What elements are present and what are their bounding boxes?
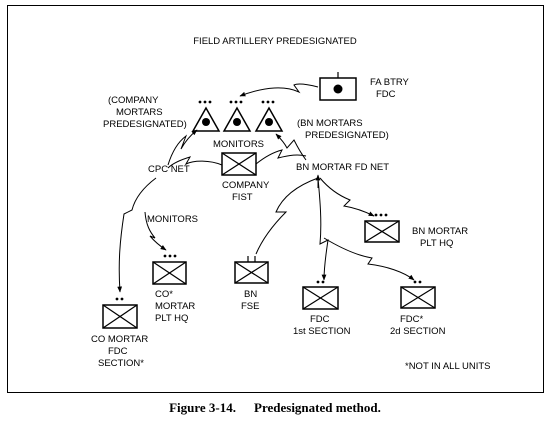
cpc-net-left-line — [167, 129, 198, 166]
fdc-2d-label-2: 2d SECTION — [390, 326, 446, 337]
mortar-triangle-1 — [191, 100, 221, 132]
co-mortar-plt-hq-symbol — [152, 254, 187, 285]
fdc-2d-label-1: FDC* — [400, 314, 424, 325]
cpc-to-co-fdc-line — [117, 177, 157, 293]
bn-net-to-plt-hq-line — [319, 177, 375, 217]
co-mortar-fdc-label-3: SECTION* — [98, 358, 144, 369]
connection-lines — [117, 83, 415, 293]
monitors-left-label: MONITORS — [147, 214, 198, 225]
co-mortar-plt-hq-label-1: CO* — [155, 289, 173, 300]
mortar-triangle-3 — [254, 100, 284, 132]
monitors-top-label: MONITORS — [213, 139, 264, 150]
bn-mortar-fd-net-label: BN MORTAR FD NET — [296, 162, 389, 173]
footnote: *NOT IN ALL UNITS — [405, 361, 491, 372]
fa-btry-fdc-symbol — [319, 72, 357, 101]
fist-to-bn-net-line — [255, 149, 307, 165]
bn-net-to-fdc2-line — [323, 237, 415, 281]
bn-net-to-fdc1-line — [317, 177, 329, 281]
co-mortar-fdc-label-1: CO MORTAR — [91, 334, 148, 345]
fa-btry-label: FA BTRY — [370, 77, 410, 88]
company-mortars-label-2: MORTARS — [116, 107, 163, 118]
bn-net-to-triangle-line — [275, 133, 307, 161]
company-fist-label-2: FIST — [232, 192, 253, 203]
bn-net-to-fse-line — [255, 177, 319, 255]
co-mortar-fdc-section-symbol — [102, 297, 138, 329]
co-mortar-plt-hq-label-2: MORTAR — [155, 301, 195, 312]
mortar-triangle-2 — [222, 100, 252, 132]
fdc-1st-label-1: FDC — [310, 314, 330, 325]
bn-mortars-label-2: PREDESIGNATED) — [305, 130, 389, 141]
company-mortars-label-3: PREDESIGNATED) — [103, 119, 187, 130]
company-fist-symbol — [221, 152, 257, 176]
fdc-1st-section-symbol — [302, 280, 339, 310]
figure-frame — [7, 5, 544, 393]
caption-number: Figure 3-14. — [169, 400, 237, 415]
bn-mortar-plt-hq-symbol — [364, 213, 400, 243]
co-mortar-fdc-label-2: FDC — [108, 346, 128, 357]
cpc-net-label: CPC NET — [148, 164, 190, 175]
fist-to-cpc-line — [167, 156, 223, 169]
monitors-to-co-plt-line — [144, 211, 167, 251]
fdc-2d-section-symbol — [400, 280, 436, 309]
co-mortar-plt-hq-label-3: PLT HQ — [155, 313, 188, 324]
diagram-title: FIELD ARTILLERY PREDESIGNATED — [193, 36, 357, 47]
bn-fse-symbol — [234, 256, 269, 284]
diagram: FIELD ARTILLERY PREDESIGNATED FA BTRY FD… — [91, 36, 491, 372]
bn-mortar-plt-hq-label-2: PLT HQ — [420, 238, 453, 249]
bn-mortar-plt-hq-label-1: BN MORTAR — [412, 226, 468, 237]
fa-to-mortars-line — [239, 83, 319, 97]
company-fist-label-1: COMPANY — [222, 180, 270, 191]
caption-title: Predesignated method. — [254, 400, 381, 415]
bn-fse-label-1: BN — [244, 289, 257, 300]
company-mortars-label-1: (COMPANY — [108, 95, 159, 106]
figure-caption: Figure 3-14. Predesignated method. — [0, 400, 550, 416]
bn-fse-label-2: FSE — [241, 301, 259, 312]
bn-mortars-label-1: (BN MORTARS — [297, 118, 363, 129]
fa-btry-fdc-label: FDC — [376, 89, 396, 100]
fdc-1st-label-2: 1st SECTION — [293, 326, 351, 337]
